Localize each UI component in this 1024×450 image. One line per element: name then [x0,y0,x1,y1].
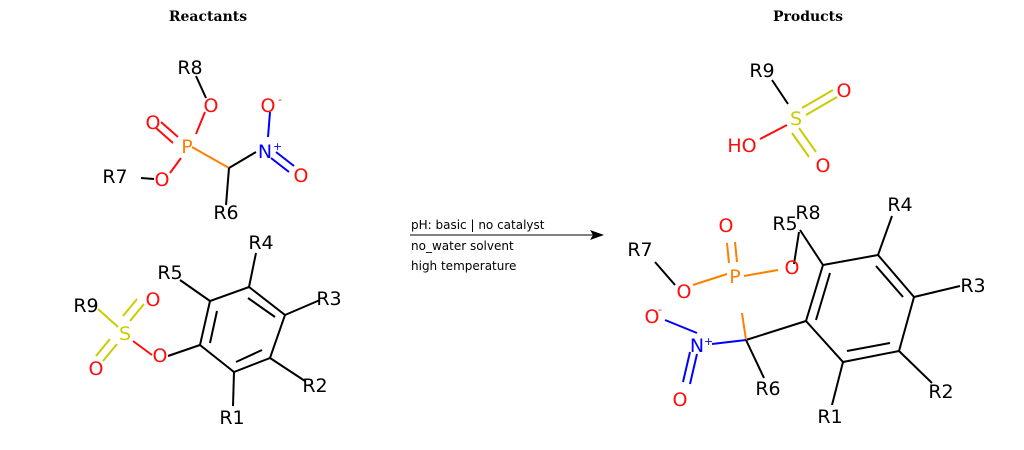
atom-oxygen: O [673,389,688,411]
atom-r9: R9 [73,295,98,317]
atom-oxygen: O [204,95,219,117]
atom-r6: R6 [213,202,238,224]
atom-oxygen: O [261,95,276,117]
reactant-aryl-sulfonate [95,252,321,407]
reactants-header: Reactants [169,9,247,25]
charge-minus: - [658,303,662,316]
condition-solvent: no_water solvent [411,239,514,253]
atom-r2: R2 [928,381,953,403]
atom-r1: R1 [817,406,842,428]
products-header: Products [773,9,843,25]
atom-nitrogen: N [258,141,272,163]
reactant-phosphonate-atoms: R8 O O P R7 O O - N + O R6 [102,57,308,224]
product-aryl-phosphonate [654,215,961,406]
atom-r2: R2 [302,375,327,397]
atom-oxygen: O [677,281,692,303]
reactant-phosphonate [140,75,295,206]
atom-phosphorus: P [181,136,192,158]
reaction-arrow [410,230,604,240]
charge-plus: + [704,335,713,348]
atom-phosphorus: P [729,266,740,288]
atom-r3: R3 [960,275,985,297]
atom-r8: R8 [795,202,820,224]
atom-oxygen: O [785,257,800,279]
atom-r7: R7 [102,166,127,188]
condition-temperature: high temperature [411,259,516,273]
atom-r8: R8 [177,57,202,79]
condition-ph: pH: basic | no catalyst [411,218,545,232]
atom-r9: R9 [749,60,774,82]
product-sulfonic-acid-atoms: R9 O S HO O [727,60,851,177]
atom-oxygen: O [719,215,734,237]
atom-r3: R3 [316,288,341,310]
atom-oxygen: O [89,358,104,380]
atom-r1: R1 [219,407,244,429]
reactant-aryl-sulfonate-atoms: R4 R5 R3 R9 O S O O R2 R1 [73,232,341,429]
atom-hydroxyl: HO [727,135,756,157]
atom-sulfur: S [119,323,131,345]
atom-oxygen: O [645,306,660,328]
atom-oxygen: O [146,112,161,134]
charge-minus: - [278,93,282,106]
atom-sulfur: S [790,108,802,130]
atom-r7: R7 [627,239,652,261]
atom-oxygen: O [294,165,309,187]
atom-r6: R6 [755,378,780,400]
charge-plus: + [273,140,282,153]
atom-oxygen: O [155,169,170,191]
atom-r5: R5 [772,213,797,235]
atom-r4: R4 [887,194,912,216]
atom-r4: R4 [248,232,273,254]
atom-oxygen: O [816,155,831,177]
atom-oxygen: O [146,289,161,311]
product-aryl-phosphonate-atoms: O R5 R8 R4 R7 P O R3 O O - N + R6 R2 O R… [627,194,985,428]
atom-r5: R5 [157,262,182,284]
atom-oxygen: O [153,345,168,367]
atom-oxygen: O [837,80,852,102]
atom-nitrogen: N [690,335,704,357]
product-sulfonic-acid [759,79,838,158]
